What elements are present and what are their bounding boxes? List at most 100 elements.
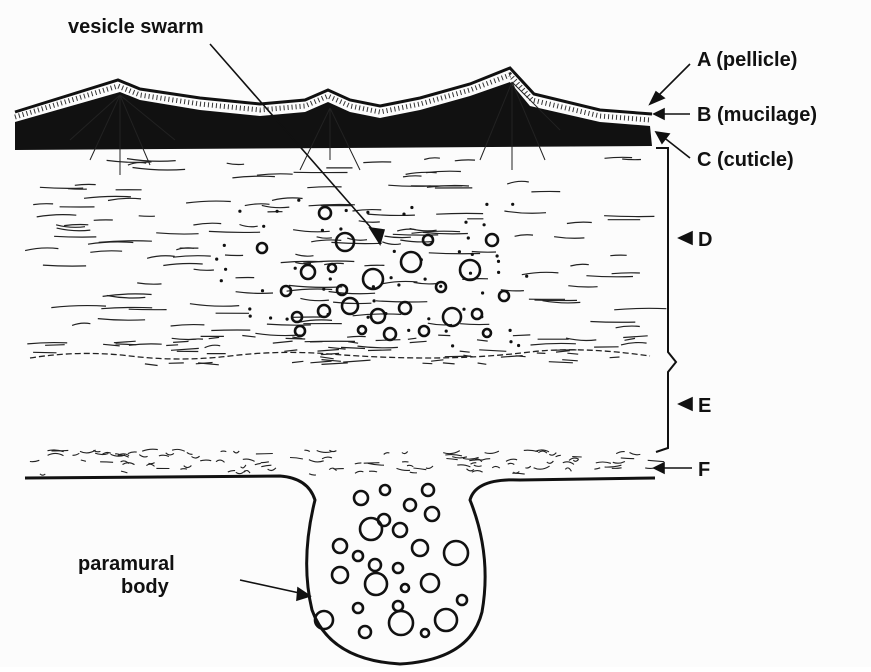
granular-layer-f [30, 449, 664, 475]
dot [248, 307, 251, 310]
vesicle [419, 326, 429, 336]
fibril-stroke [147, 256, 175, 259]
fibril-stroke [194, 269, 214, 270]
granule-stroke [261, 462, 269, 463]
fibril-stroke [414, 282, 437, 284]
fibril-stroke [320, 357, 334, 359]
granule-stroke [255, 463, 261, 464]
fibril-stroke [604, 216, 654, 217]
granule-stroke [192, 456, 200, 458]
fibril-stroke [227, 163, 244, 164]
fibril-stroke [347, 238, 367, 240]
dot [467, 236, 470, 239]
dot [269, 316, 272, 319]
vesicle [365, 573, 387, 595]
vesicle [301, 265, 315, 279]
dot [407, 329, 410, 332]
dot [497, 271, 500, 274]
fibril-stroke [612, 273, 640, 274]
fibril-stroke [225, 255, 243, 256]
granule-stroke [426, 466, 433, 468]
fibril-stroke [173, 341, 188, 342]
granule-stroke [142, 449, 158, 451]
dot [238, 210, 241, 213]
fibril-stroke [133, 168, 186, 171]
fibril-stroke [299, 320, 332, 322]
fibril-stroke [300, 298, 329, 300]
granule-stroke [492, 466, 500, 468]
dot [458, 250, 461, 253]
vesicle [384, 328, 396, 340]
fibril-stroke [363, 162, 391, 163]
granule-stroke [452, 457, 467, 458]
dots [215, 199, 528, 348]
fibril-stroke [478, 363, 487, 364]
fibril-stroke [477, 340, 488, 341]
dot [483, 223, 486, 226]
fibril-stroke [273, 341, 293, 343]
vesicle [421, 629, 429, 637]
label-layer-d: D [698, 229, 712, 251]
granule-stroke [309, 460, 324, 462]
dot [294, 267, 297, 270]
dot [223, 244, 226, 247]
granule-stroke [121, 471, 127, 473]
dot [451, 344, 454, 347]
granule-stroke [322, 457, 332, 459]
vesicle [457, 595, 467, 605]
dot [445, 330, 448, 333]
fibril-stroke [522, 272, 559, 274]
fibril-stroke [424, 158, 440, 160]
fibril-stroke [193, 223, 221, 225]
fibril-stroke [205, 345, 221, 348]
granule-stroke [244, 471, 250, 474]
granule-stroke [648, 460, 664, 461]
fibril-stroke [107, 296, 146, 298]
fibril-stroke [567, 222, 592, 223]
fibril-stroke [504, 211, 546, 213]
fibril-stroke [438, 335, 450, 336]
fibril-stroke [535, 300, 578, 301]
fibril-stroke [166, 345, 178, 346]
granule-stroke [159, 455, 169, 456]
fibril-stroke [460, 324, 489, 325]
fibril-stroke [625, 338, 636, 340]
granule-stroke [613, 462, 625, 464]
fibril-stroke [75, 184, 96, 185]
fibril-stroke [566, 338, 596, 340]
granule-stroke [630, 453, 641, 455]
vesicle [486, 234, 498, 246]
fibril-stroke [295, 254, 313, 256]
vesicle [342, 298, 358, 314]
dot [511, 203, 514, 206]
fibril-stroke [341, 347, 365, 348]
fibril-stroke [549, 362, 573, 363]
fibril-stroke [292, 361, 303, 362]
vesicle [354, 491, 368, 505]
dot [485, 203, 488, 206]
fibril-stroke [329, 292, 376, 294]
dot [321, 229, 324, 232]
fibril-stroke [605, 157, 633, 158]
fibril-stroke [240, 225, 258, 227]
dot [390, 276, 393, 279]
fibril-stroke [173, 256, 211, 258]
granule-stroke [268, 468, 276, 471]
fibril-stroke [211, 330, 250, 331]
vesicle [333, 539, 347, 553]
dot [497, 260, 500, 263]
fibril-stroke [209, 231, 260, 232]
fibril-stroke [127, 159, 176, 162]
vesicle [499, 291, 509, 301]
fibril-stroke [472, 252, 496, 253]
fibril-stroke [343, 360, 370, 362]
vesicle [444, 541, 468, 565]
fibril-stroke [385, 236, 411, 238]
fibril-stroke [353, 314, 402, 316]
granule-stroke [397, 468, 411, 470]
dot [297, 199, 300, 202]
vesicle [425, 507, 439, 521]
dot [464, 221, 467, 224]
granule-stroke [467, 469, 474, 471]
dot [384, 312, 387, 315]
